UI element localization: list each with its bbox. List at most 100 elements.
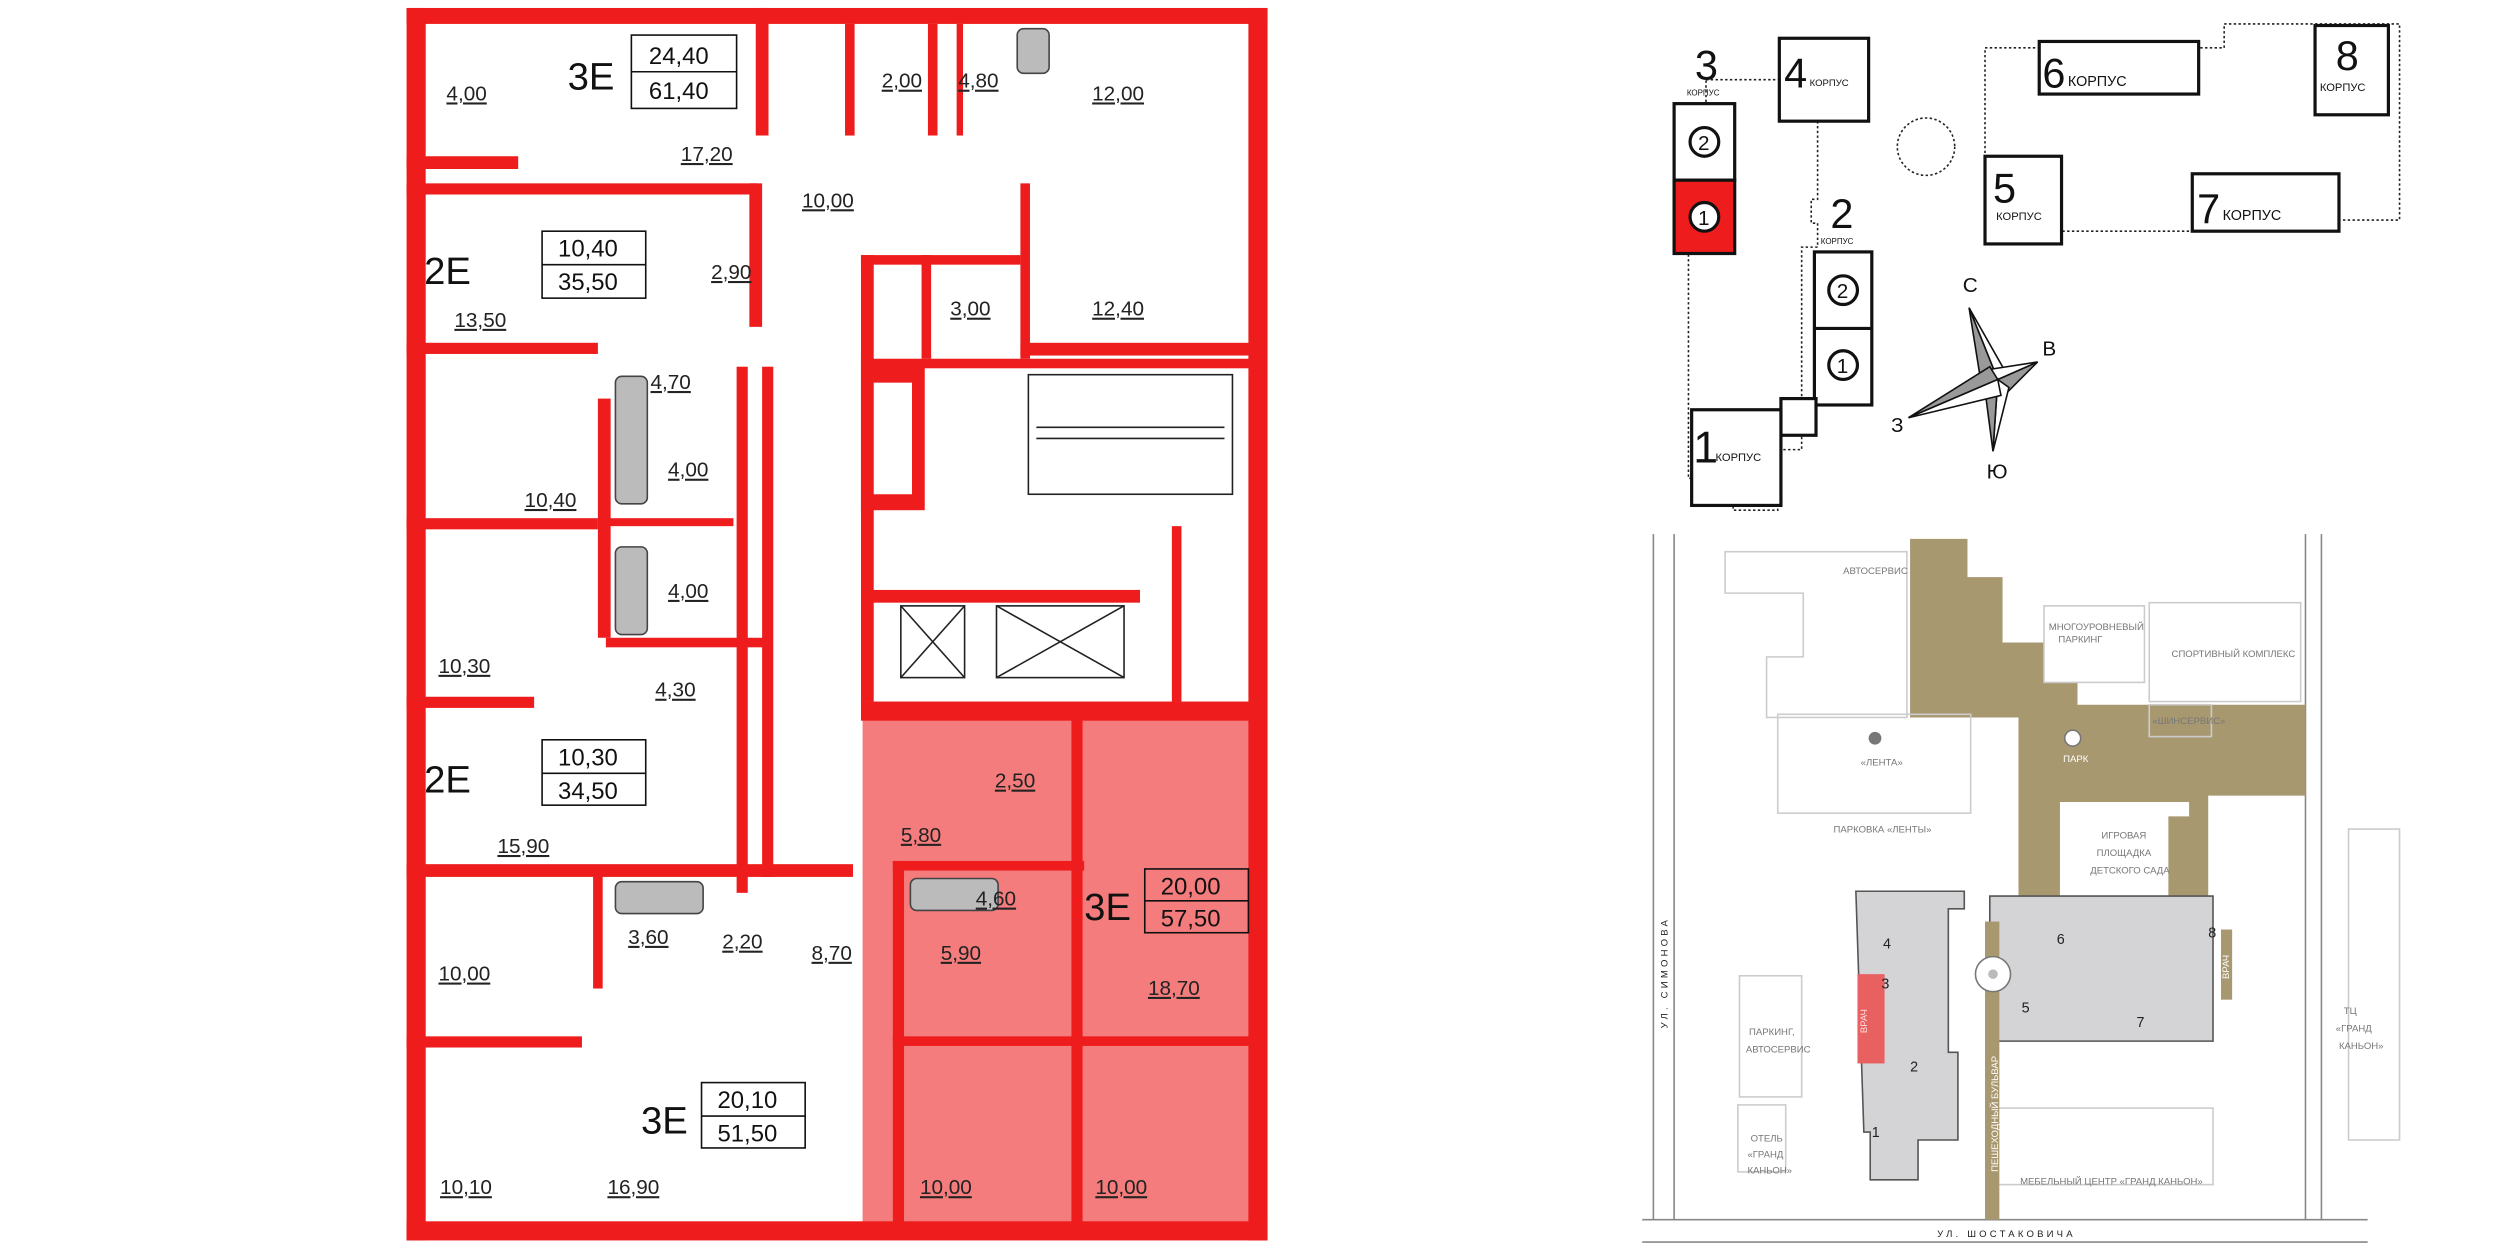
map-label: 3 [1881, 977, 1889, 993]
building-5[interactable]: 5 КОРПУС [1983, 154, 2064, 246]
room-area: 2,00 [882, 70, 922, 93]
room-area: 5,80 [901, 824, 941, 847]
map-label: 6 [2057, 932, 2065, 948]
map-label: МНОГОУРОВНЕВЫЙ [2049, 621, 2144, 633]
map-label: ДЕТСКИЙ [2210, 842, 2255, 854]
map-label: ПЛОЩАДКА [2097, 848, 2152, 859]
room-area: 8,70 [812, 942, 852, 965]
building-6[interactable]: 6 КОРПУС [2037, 39, 2201, 97]
room-area: 4,30 [655, 679, 695, 702]
total-area: 61,40 [649, 78, 709, 105]
building-8[interactable]: 8 КОРПУС [2313, 23, 2390, 117]
building-1[interactable]: 1 КОРПУС [1690, 408, 1783, 508]
map-label: 5 [1993, 164, 2016, 211]
total-area: 51,50 [717, 1121, 777, 1148]
map-label: АВТОСЕРВИС [1746, 1044, 1811, 1055]
apartment-type: 2Е [424, 758, 471, 801]
map-label: 4 [1883, 937, 1891, 953]
map-label: ДЕТСКОГО САДА [2090, 866, 2170, 877]
map-label: «ГРАНД [1747, 1150, 1783, 1161]
map-label: КОРПУС [2223, 208, 2282, 224]
room-area: 12,40 [1092, 298, 1144, 321]
room-area: 3,60 [628, 926, 668, 949]
map-label: 2 [1830, 190, 1853, 237]
selected-building-marker[interactable] [1857, 974, 1885, 1064]
room-area: 15,90 [497, 835, 549, 858]
map-label: 1 [1693, 423, 1718, 472]
map-label: «ШИНСЕРВИС» [2152, 716, 2225, 727]
map-label: ПАРКОВКА «ЛЕНТЫ» [1834, 824, 1932, 835]
apartment-badge[interactable]: 3Е 20,10 51,50 [641, 1081, 806, 1149]
room-area: 10,00 [438, 963, 490, 986]
living-area: 24,40 [649, 43, 709, 70]
map-label: КАНЬОН» [2339, 1041, 2384, 1052]
map-label: КОРПУС [1821, 237, 1854, 246]
living-area: 10,30 [558, 744, 618, 771]
map-label: КОРПУС [1810, 78, 1849, 89]
map-label: АВТОСЕРВИС [1843, 566, 1908, 577]
living-area: 10,40 [558, 236, 618, 263]
bathtub-icon [614, 27, 1050, 915]
room-area: 16,90 [607, 1176, 659, 1199]
map-label: ОТЕЛЬ [1751, 1134, 1783, 1145]
room-area: 2,20 [722, 931, 762, 954]
room-area: 3,00 [950, 298, 990, 321]
room-area: 4,70 [651, 371, 691, 394]
map-label: Ю [1987, 460, 2008, 483]
map-label: 3 [1695, 42, 1718, 89]
room-area: 10,30 [438, 655, 490, 678]
map-label: 5 [2022, 1000, 2030, 1016]
map-label: КАНЬОН» [1747, 1165, 1792, 1176]
doctor-label: ВРАЧ [2221, 955, 2232, 979]
room-area: 12,00 [1092, 82, 1144, 105]
map-label: 1 [1872, 1125, 1880, 1141]
map-label: 2 [1910, 1059, 1918, 1075]
apartment-type: 3Е [641, 1100, 688, 1143]
map-label: С [1963, 274, 1978, 297]
map-label: ПАРКИНГ [2058, 635, 2102, 646]
map-label: УЛ. СИМОНОВА [1660, 917, 1671, 1028]
total-area: 35,50 [558, 269, 618, 296]
room-area: 10,40 [525, 489, 577, 512]
room-area: 10,00 [802, 189, 854, 212]
map-label: В [2042, 338, 2056, 361]
building-2[interactable]: 2 КОРПУС 2 1 [1779, 190, 1874, 437]
room-area: 13,50 [454, 309, 506, 332]
building-7[interactable]: 7 КОРПУС [2190, 172, 2341, 233]
tree-icon [2063, 729, 2082, 747]
selected-apartment-highlight[interactable] [862, 717, 1258, 1236]
total-area: 57,50 [1161, 905, 1221, 932]
building-3[interactable]: 3 КОРПУС 2 1 [1672, 42, 1737, 256]
map-label: САД [2218, 861, 2238, 872]
map-label: ИГРОВАЯ [2101, 831, 2146, 842]
map-label: ПАРК [2063, 754, 2089, 765]
map-label: КОРПУС [1996, 211, 2042, 223]
apartment-badge-selected[interactable]: 3Е 20,00 57,50 [1084, 868, 1250, 934]
building-4[interactable]: 4 КОРПУС [1777, 36, 1871, 123]
room-area: 10,10 [440, 1176, 492, 1199]
map-label: КОРПУС [2068, 74, 2127, 90]
map-label: 2 [1698, 132, 1710, 155]
site-plan: ВРАЧ ВРАЧ АВТОСЕРВИС МНОГОУРОВНЕВЫЙ ПАРК… [1642, 534, 2401, 1243]
apartment-type: 3Е [1084, 886, 1131, 929]
room-area: 4,60 [976, 888, 1016, 911]
room-area: 4,00 [668, 459, 708, 482]
map-label: 1 [1698, 207, 1710, 230]
doctor-label: ВРАЧ [1859, 1009, 1870, 1033]
map-label: КОРПУС [2320, 82, 2366, 94]
shopping-basket-icon [1868, 731, 1882, 745]
map-label: КОРПУС [1716, 452, 1762, 464]
apartment-badge[interactable]: 3Е 24,40 61,40 [568, 34, 738, 110]
map-label: 8 [2336, 32, 2359, 79]
map-label: 4 [1784, 50, 1807, 97]
room-area: 4,00 [668, 580, 708, 603]
elevator [868, 589, 1140, 679]
map-label: 6 [2042, 50, 2065, 97]
map-label: 8 [2208, 926, 2216, 942]
room-area: 18,70 [1148, 977, 1200, 1000]
map-label: КОРПУС [1687, 89, 1720, 98]
apartment-badge[interactable]: 2Е 10,40 35,50 [424, 230, 647, 299]
room-area: 10,00 [1095, 1176, 1147, 1199]
apartment-badge[interactable]: 2Е 10,30 34,50 [424, 738, 647, 806]
